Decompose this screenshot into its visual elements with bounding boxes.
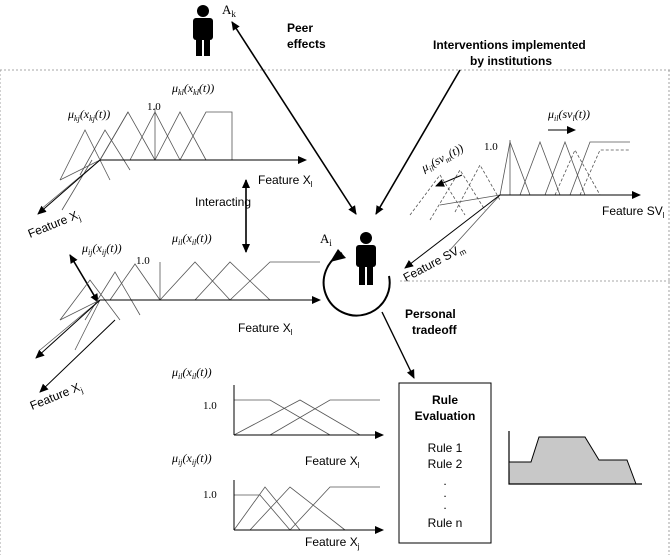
mu-kj-label: μkj(xkj(t)) — [67, 107, 110, 123]
top-left-one: 1.0 — [147, 101, 161, 113]
mu-kl-label: μkl(xkl(t)) — [171, 81, 214, 97]
self-loop-arrowhead — [330, 249, 346, 262]
output-axes — [508, 431, 642, 485]
interventions-arrow — [375, 69, 461, 215]
mu-il-label: μil(xil(t)) — [171, 231, 212, 247]
personal-tradeoff-label-1: Personal — [405, 307, 456, 321]
interventions-label-2: by institutions — [470, 54, 552, 68]
right-feature-svl: Feature SVl — [602, 204, 665, 220]
peer-effects-label-2: effects — [287, 37, 326, 51]
top-feature-xj: Feature Xj — [26, 207, 83, 242]
panel-bottom-2 — [233, 486, 380, 531]
b1-feature-label: Feature Xl — [305, 454, 360, 470]
self-loop-arrow — [322, 252, 391, 317]
top-feature-xl: Feature Xl — [258, 173, 313, 189]
rule-item-2: Rule 2 — [428, 457, 463, 471]
mid-left-one: 1.0 — [136, 255, 150, 267]
person-ak-icon — [193, 5, 213, 56]
rule-title-1: Rule — [432, 393, 458, 407]
axis-mid-xj — [35, 299, 101, 359]
b1-one: 1.0 — [203, 400, 217, 412]
output-shape-fill — [509, 437, 636, 484]
rule-item-dot-3: . — [443, 498, 446, 512]
panel-top-left — [39, 108, 306, 211]
personal-tradeoff-label-2: tradeoff — [412, 323, 458, 337]
rule-evaluation-box — [398, 382, 492, 544]
agent-ak-label: Ak — [222, 2, 236, 19]
mu-sv-l-label: μil(svl(t)) — [547, 107, 590, 123]
b2-mu-label: μij(xij(t)) — [171, 451, 212, 467]
interacting-label: Interacting — [195, 195, 251, 209]
axis-top-xj — [37, 159, 101, 215]
mid-feature-xi: Feature Xl — [238, 321, 293, 337]
b2-one: 1.0 — [203, 489, 217, 501]
output-shape-outline — [509, 436, 637, 485]
dashed-frame — [0, 69, 670, 555]
interventions-label-1: Interventions implemented — [433, 38, 586, 52]
personal-tradeoff-arrow — [381, 311, 415, 379]
mid-feature-xj: Feature Xj — [28, 379, 85, 414]
rule-item-dot-1: . — [443, 474, 446, 488]
right-small-arrow-2 — [435, 174, 463, 187]
right-one: 1.0 — [484, 141, 498, 153]
axis-mid-xj-front — [39, 319, 116, 393]
b2-feature-label: Feature Xj — [305, 535, 360, 551]
peer-effects-label-1: Peer — [287, 21, 313, 35]
axis-right-svm — [404, 194, 501, 269]
rule-item-n: Rule n — [428, 516, 463, 530]
panel-bottom-1 — [233, 399, 380, 436]
b1-mu-label: μil(xil(t)) — [171, 365, 212, 381]
interacting-arrow-diagonal — [69, 254, 99, 303]
rule-title-2: Evaluation — [415, 409, 476, 423]
mu-ij-label: μij(xij(t)) — [81, 241, 122, 257]
rule-item-dot-2: . — [443, 486, 446, 500]
peer-effects-arrow — [231, 21, 357, 215]
agent-ai-label: Ai — [320, 231, 332, 248]
rule-item-1: Rule 1 — [428, 441, 463, 455]
person-ai-icon — [356, 232, 376, 285]
